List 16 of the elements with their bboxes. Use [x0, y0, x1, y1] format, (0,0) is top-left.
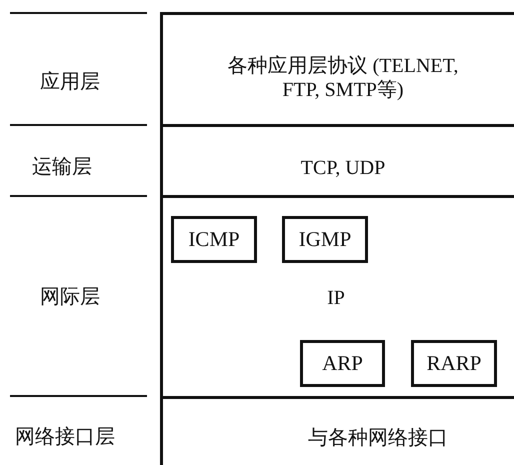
layer-cell	[160, 396, 514, 465]
protocol-box: IGMP	[282, 216, 368, 263]
layer-name: 应用层	[40, 70, 100, 94]
protocol-box: RARP	[411, 340, 497, 387]
layer-cell	[160, 124, 514, 195]
protocol-cell: 与各种网络接口	[308, 426, 448, 450]
protocol-box: ICMP	[171, 216, 257, 263]
layer-name: 网络接口层	[15, 425, 115, 449]
layer-name: 网际层	[40, 285, 100, 309]
protocol-box: ARP	[300, 340, 385, 387]
layer-cell	[160, 12, 514, 124]
protocol-cell-text: 各种应用层协议 (TELNET, FTP, SMTP等)	[226, 54, 460, 102]
protocol-cell: IP	[327, 286, 345, 310]
protocol-cell: TCP, UDP	[300, 156, 386, 180]
layer-cell	[160, 195, 514, 396]
layer-name: 运输层	[32, 155, 92, 179]
